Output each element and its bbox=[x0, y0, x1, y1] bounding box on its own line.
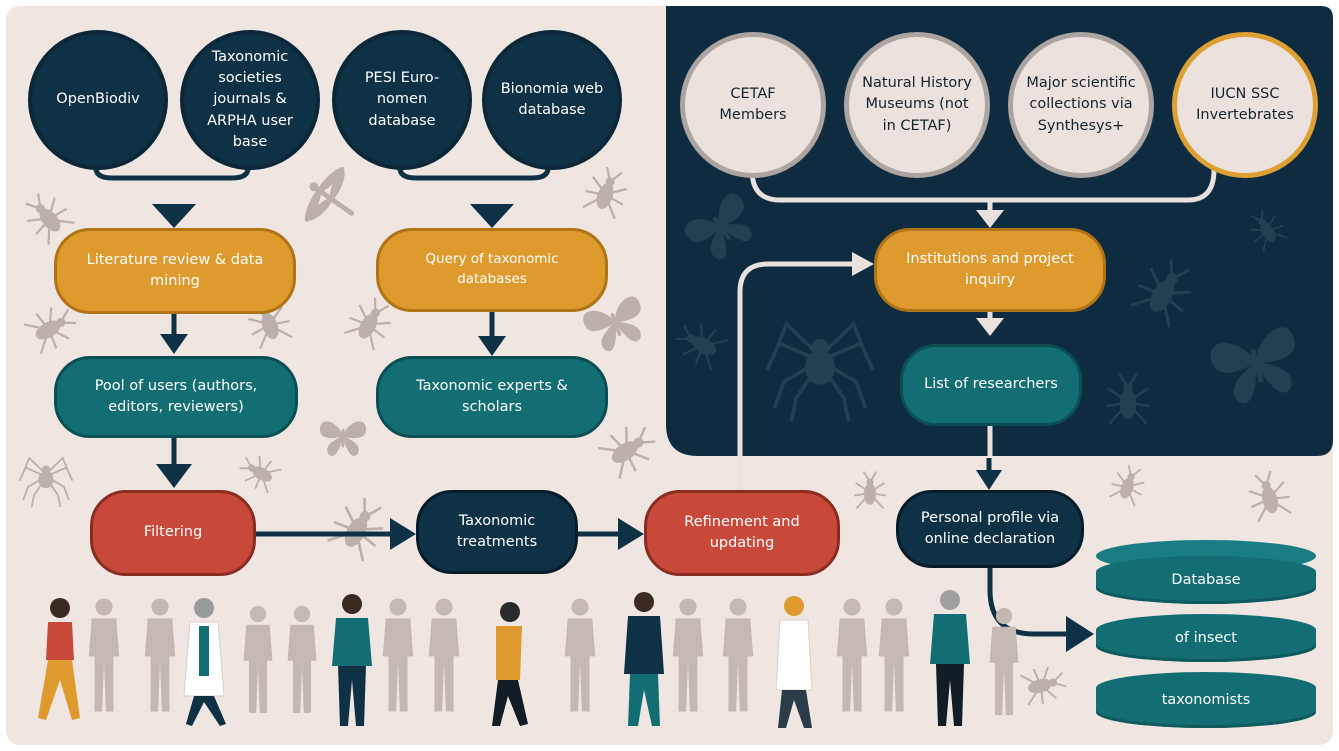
step-query-databases: Query of taxonomic databases bbox=[376, 228, 608, 312]
source-taxonomic-societies: Taxonomic societies journals & ARPHA use… bbox=[180, 30, 320, 170]
person-man-navy-icon bbox=[624, 592, 664, 726]
database-layer-2: of insect bbox=[1096, 614, 1316, 662]
step-refinement: Refinement and updating bbox=[644, 490, 840, 576]
step-label: Taxonomic treatments bbox=[456, 512, 538, 550]
source-bionomia: Bionomia web database bbox=[482, 30, 622, 170]
database-layer-1: Database bbox=[1096, 556, 1316, 604]
person-man-teal-icon bbox=[332, 594, 372, 726]
arrow-head bbox=[470, 204, 514, 228]
person-scientist-icon bbox=[183, 598, 226, 726]
database-label: Database bbox=[1171, 572, 1241, 588]
step-pool-of-users: Pool of users (authors, editors, reviewe… bbox=[54, 356, 298, 438]
step-personal-profile: Personal profile via online declaration bbox=[896, 490, 1084, 568]
source-label: Major scientific collections via Synthes… bbox=[1026, 75, 1136, 134]
person-elderly-man-icon bbox=[930, 590, 970, 726]
source-pesi: PESI Euro-nomen database bbox=[332, 30, 472, 170]
source-label: OpenBiodiv bbox=[56, 91, 140, 108]
step-list-of-researchers: List of researchers bbox=[900, 344, 1082, 426]
arrow-head bbox=[976, 318, 1004, 336]
source-label: Taxonomic societies journals & ARPHA use… bbox=[207, 49, 293, 150]
source-openbiodiv: OpenBiodiv bbox=[28, 30, 168, 170]
arrow-head bbox=[390, 518, 416, 550]
source-cetaf: CETAF Members bbox=[680, 32, 826, 178]
step-taxonomic-experts: Taxonomic experts & scholars bbox=[376, 356, 608, 438]
arrow-head bbox=[976, 470, 1002, 490]
arrow-head bbox=[1066, 616, 1094, 652]
merge-connector-right bbox=[749, 169, 1217, 203]
arrow-head bbox=[160, 334, 188, 354]
arrow-head bbox=[976, 210, 1004, 228]
source-synthesys: Major scientific collections via Synthes… bbox=[1008, 32, 1154, 178]
arrow-head bbox=[156, 464, 192, 488]
step-label: Taxonomic experts & scholars bbox=[416, 377, 568, 415]
person-woman-yellow-icon bbox=[492, 602, 528, 726]
step-taxonomic-treatments: Taxonomic treatments bbox=[416, 490, 578, 574]
arrow-head bbox=[152, 204, 196, 228]
step-label: Pool of users (authors, editors, reviewe… bbox=[94, 377, 258, 415]
source-label: IUCN SSC Invertebrates bbox=[1196, 85, 1294, 123]
arrow-head bbox=[478, 336, 506, 356]
source-museums: Natural History Museums (not in CETAF) bbox=[844, 32, 990, 178]
arrow-head bbox=[852, 252, 874, 276]
step-label: Refinement and updating bbox=[684, 513, 800, 551]
source-label: CETAF Members bbox=[719, 85, 787, 123]
step-label: Literature review & data mining bbox=[86, 251, 264, 289]
step-filtering: Filtering bbox=[90, 490, 256, 576]
merge-connector-middle bbox=[397, 167, 551, 181]
person-woman-orange-icon bbox=[38, 598, 80, 720]
source-label: Natural History Museums (not in CETAF) bbox=[862, 75, 972, 134]
step-label: Filtering bbox=[143, 524, 203, 541]
step-label: Institutions and project inquiry bbox=[906, 250, 1074, 288]
database-label: of insect bbox=[1175, 630, 1237, 646]
source-label: Bionomia web database bbox=[500, 80, 604, 118]
source-label: PESI Euro-nomen database bbox=[364, 70, 440, 129]
arrow-head bbox=[618, 518, 644, 550]
step-literature-review: Literature review & data mining bbox=[54, 228, 296, 314]
step-label: List of researchers bbox=[924, 376, 1058, 393]
person-scientist-blonde-icon bbox=[775, 596, 813, 728]
database-layer-3: taxonomists bbox=[1096, 672, 1316, 728]
merge-connector-left bbox=[93, 167, 251, 181]
database-label: taxonomists bbox=[1161, 692, 1251, 708]
feedback-connector bbox=[737, 261, 852, 490]
source-iucn: IUCN SSC Invertebrates bbox=[1172, 32, 1318, 178]
step-institutions-inquiry: Institutions and project inquiry bbox=[874, 228, 1106, 312]
step-label: Personal profile via online declaration bbox=[920, 509, 1060, 547]
step-label: Query of taxonomic databases bbox=[425, 251, 559, 287]
